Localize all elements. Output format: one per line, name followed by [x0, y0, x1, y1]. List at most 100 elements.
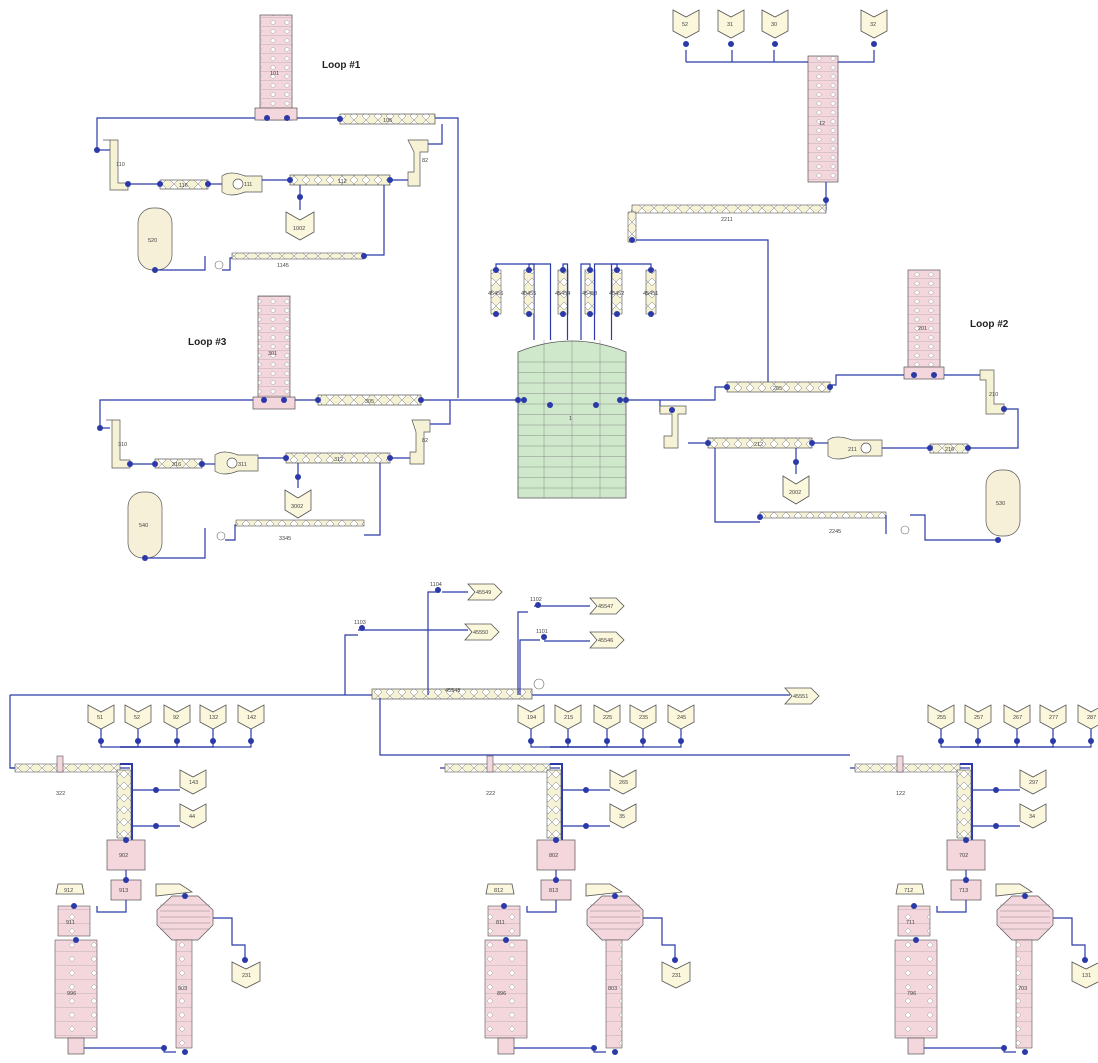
train-col-main[interactable] — [484, 939, 528, 1039]
train-side-product[interactable] — [609, 769, 637, 795]
train-side-product[interactable] — [1019, 803, 1047, 829]
train-product[interactable] — [964, 704, 992, 730]
train-pipe — [643, 917, 676, 960]
train-line[interactable] — [14, 763, 121, 773]
train-tray-right[interactable] — [585, 883, 624, 897]
loop2-vessel[interactable] — [985, 469, 1021, 537]
train-tall[interactable] — [605, 939, 623, 1049]
train-side-product[interactable] — [179, 769, 207, 795]
pipe-node — [526, 311, 532, 317]
loop3-hx-right[interactable] — [409, 419, 431, 465]
train-tray-right[interactable] — [995, 883, 1034, 897]
train-hopper[interactable] — [586, 895, 644, 941]
loop3-valve[interactable] — [216, 531, 226, 541]
train-product-out-label: 131 — [1082, 973, 1091, 979]
train-side-product[interactable] — [179, 803, 207, 829]
train-col-c[interactable] — [897, 905, 931, 937]
loop2-line[interactable] — [759, 511, 887, 519]
loop1-column[interactable] — [259, 14, 293, 121]
train-hopper[interactable] — [156, 895, 214, 941]
train-col-main[interactable] — [894, 939, 938, 1039]
top-product[interactable] — [761, 9, 789, 39]
train-line[interactable] — [444, 763, 551, 773]
loop2-hx-right[interactable] — [979, 369, 1005, 415]
train-col-main[interactable] — [54, 939, 98, 1039]
train-pipe — [120, 729, 214, 748]
train-tall[interactable] — [1015, 939, 1033, 1049]
top-line[interactable] — [631, 204, 827, 214]
train-product[interactable] — [554, 704, 582, 730]
train-pipe — [562, 789, 610, 827]
pipe-node — [503, 937, 509, 943]
train-product[interactable] — [1003, 704, 1031, 730]
train-tray[interactable] — [55, 883, 85, 895]
train-product[interactable] — [199, 704, 227, 730]
train-col-a[interactable] — [106, 839, 146, 871]
train-valve[interactable] — [56, 755, 64, 773]
train-valve[interactable] — [486, 755, 494, 773]
train-product[interactable] — [667, 704, 695, 730]
header-product[interactable] — [784, 687, 820, 705]
loop1-line[interactable] — [231, 252, 365, 260]
header-line[interactable] — [371, 688, 533, 700]
train-tall[interactable] — [175, 939, 193, 1049]
header-product[interactable] — [589, 631, 625, 649]
train-riser[interactable] — [546, 769, 562, 839]
train-product[interactable] — [87, 704, 115, 730]
train-valve[interactable] — [896, 755, 904, 773]
loop3-line[interactable] — [235, 519, 365, 527]
top-product[interactable] — [672, 9, 700, 39]
top-product[interactable] — [717, 9, 745, 39]
pipe-node — [123, 837, 129, 843]
loop2-valve[interactable] — [900, 525, 910, 535]
loop1-group: Loop #1 101 105 110 116 111 112 82 1002 … — [94, 14, 459, 398]
train-product[interactable] — [163, 704, 191, 730]
train-riser[interactable] — [956, 769, 972, 839]
header-product[interactable] — [589, 597, 625, 615]
train-product-out[interactable] — [231, 961, 261, 989]
train-product[interactable] — [593, 704, 621, 730]
train-col-c[interactable] — [57, 905, 91, 937]
train-product[interactable] — [1077, 704, 1098, 730]
train-product[interactable] — [124, 704, 152, 730]
loop2-pump[interactable] — [827, 436, 883, 460]
header-product-label: 45546 — [598, 638, 613, 644]
train-product-out[interactable] — [1071, 961, 1098, 989]
train-line[interactable] — [854, 763, 961, 773]
train-tray-right[interactable] — [155, 883, 194, 897]
loop1-product[interactable] — [285, 211, 315, 241]
train-riser[interactable] — [116, 769, 132, 839]
train-tray[interactable] — [895, 883, 925, 895]
loop2-product[interactable] — [782, 475, 810, 505]
loop3-column[interactable] — [257, 295, 291, 402]
train-product[interactable] — [237, 704, 265, 730]
loop1-hx-right[interactable] — [407, 139, 429, 187]
train-col-c-label: 811 — [496, 920, 505, 926]
train-hopper[interactable] — [996, 895, 1054, 941]
header-product-label: 45550 — [473, 630, 488, 636]
train-product[interactable] — [927, 704, 955, 730]
top-product[interactable] — [860, 9, 888, 39]
train-product[interactable] — [517, 704, 545, 730]
train-side-product[interactable] — [609, 803, 637, 829]
train-col-a[interactable] — [536, 839, 576, 871]
header-product[interactable] — [467, 583, 503, 601]
train-product[interactable] — [629, 704, 657, 730]
top-column-label: 12 — [819, 121, 825, 127]
header-product[interactable] — [464, 623, 500, 641]
train-tray[interactable] — [485, 883, 515, 895]
train-product-out[interactable] — [661, 961, 691, 989]
train-product[interactable] — [1039, 704, 1067, 730]
train-side-product[interactable] — [1019, 769, 1047, 795]
train-col-a-label: 902 — [119, 853, 128, 859]
loop1-valve[interactable] — [214, 260, 224, 270]
train-tall-label: 803 — [608, 986, 617, 992]
loop1-hx-mid-left-label: 116 — [179, 183, 188, 189]
loop2-hx-left[interactable] — [659, 405, 687, 449]
loop3-product[interactable] — [284, 489, 312, 519]
loop1-hx-mid-label: 112 — [338, 179, 347, 185]
loop2-column[interactable] — [907, 269, 941, 376]
top-column[interactable] — [807, 55, 839, 183]
loop2-product-label: 2002 — [789, 490, 801, 496]
